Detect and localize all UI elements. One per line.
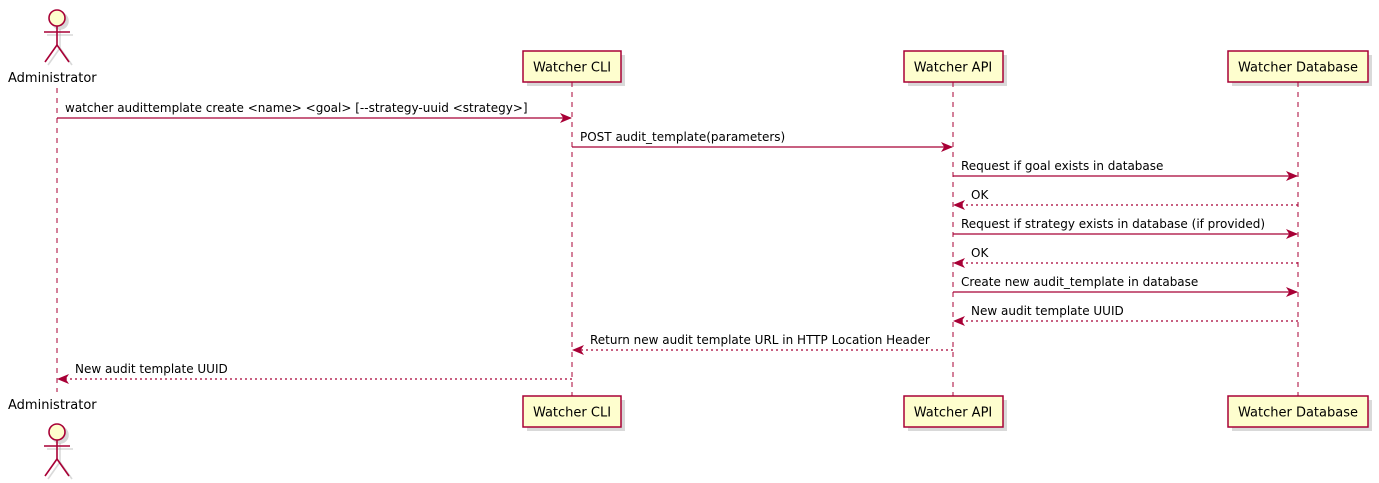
participant-box-watcher-cli[interactable] [522,395,622,428]
actor-label-administrator: Administrator [8,398,97,413]
message-label-7: New audit template UUID [971,304,1124,318]
message-label-3: OK [971,188,989,202]
message-label-6: Create new audit_template in database [961,275,1198,289]
participant-label-watcher-database: Watcher Database [1238,61,1358,76]
message-label-9: New audit template UUID [75,362,228,376]
message-label-5: OK [971,246,989,260]
message-arrows [57,113,1298,384]
actor-figure-administrator [44,423,73,480]
message-label-2: Request if goal exists in database [961,159,1163,173]
message-label-8: Return new audit template URL in HTTP Lo… [590,333,930,347]
participant-label-watcher-api: Watcher API [914,61,993,76]
participant-box-watcher-database[interactable] [1227,50,1369,83]
actor-figures [44,9,73,480]
participant-label-watcher-cli: Watcher CLI [533,61,611,76]
message-label-1: POST audit_template(parameters) [580,130,785,144]
participant-label-watcher-api: Watcher API [914,406,993,421]
participant-boxes [522,50,1369,428]
participant-label-watcher-database: Watcher Database [1238,406,1358,421]
participant-label-watcher-cli: Watcher CLI [533,406,611,421]
message-labels: watcher audittemplate create <name> <goa… [65,101,1265,376]
participant-box-watcher-api[interactable] [903,395,1004,428]
participant-box-watcher-api[interactable] [903,50,1004,83]
participant-box-watcher-cli[interactable] [522,50,622,83]
lifelines [56,82,1299,396]
participant-box-watcher-database[interactable] [1227,395,1369,428]
actor-figure-administrator [44,9,73,66]
box-shadows [527,55,1372,431]
message-label-0: watcher audittemplate create <name> <goa… [65,101,528,115]
actor-label-administrator: Administrator [8,71,97,86]
message-label-4: Request if strategy exists in database (… [961,217,1265,231]
